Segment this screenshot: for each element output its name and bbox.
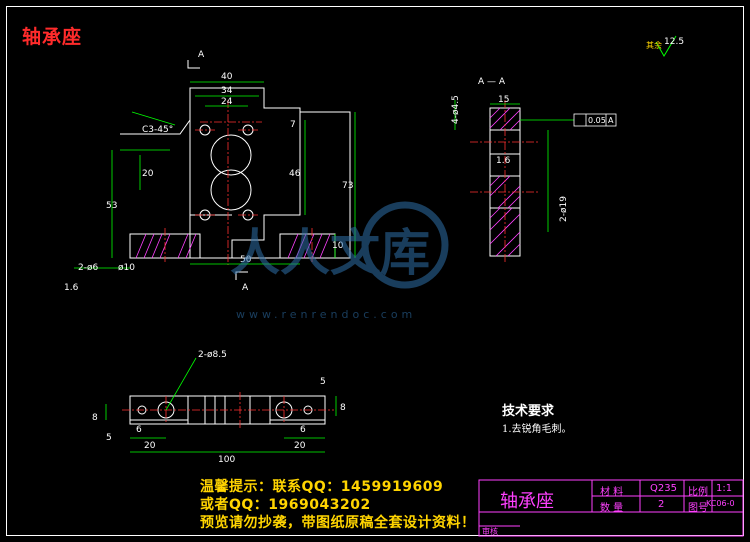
roughness-symbol: 其余 12.5 <box>646 35 684 57</box>
section-view-title: A — A <box>478 77 506 87</box>
side-centerlines <box>470 100 540 262</box>
dim-7: 7 <box>290 120 296 130</box>
dim-4-d4-5: 4-ø4.5 <box>451 95 461 124</box>
dim-15: 15 <box>498 95 509 105</box>
tb-quantity-label: 数 量 <box>600 503 624 514</box>
tb-reviewer-label: 审核 <box>482 527 498 536</box>
tb-material: Q235 <box>650 483 677 494</box>
side-dimensions <box>454 100 574 232</box>
section-mark-top: A <box>198 50 205 60</box>
tb-drawing-no-label: 图号 <box>688 503 708 514</box>
bottom-centerlines <box>122 392 334 428</box>
dim-2-d19: 2-ø19 <box>559 196 569 222</box>
tb-part-name: 轴承座 <box>500 491 554 512</box>
front-dim-text: 40 34 24 7 20 46 73 53 50 10 2-ø6 ø10 1.… <box>64 50 353 293</box>
dim-8-right: 8 <box>340 403 346 413</box>
section-mark-bottom: A <box>242 283 249 293</box>
notice-line-2: 或者QQ：1969043202 <box>200 497 371 513</box>
dim-2-d6: 2-ø6 <box>78 263 98 273</box>
dim-40: 40 <box>221 72 233 82</box>
drawing-title: 轴承座 <box>22 26 83 48</box>
dim-8-left: 8 <box>92 413 98 423</box>
dim-73: 73 <box>342 181 353 191</box>
tb-quantity: 2 <box>658 499 665 510</box>
side-hatching <box>489 107 521 257</box>
drawing-frame <box>6 6 744 536</box>
dim-10: 10 <box>332 241 344 251</box>
tolerance-frame <box>573 113 617 127</box>
dim-50: 50 <box>240 255 252 265</box>
dim-6-right: 6 <box>300 425 306 435</box>
notice-line-3: 预览请勿抄袭，带图纸原稿全套设计资料！ <box>200 515 476 531</box>
tb-scale-label: 比例 <box>688 487 708 498</box>
tb-drawing-no: KC06-0 <box>706 499 735 508</box>
front-centerlines <box>164 100 313 265</box>
roughness-front: 1.6 <box>64 283 79 293</box>
side-dim-text: A — A 15 4-ø4.5 1.6 2-ø19 0.05 A <box>451 77 614 222</box>
dim-5-right: 5 <box>320 377 326 387</box>
bottom-dimensions <box>105 357 337 453</box>
dim-5-left: 5 <box>106 433 112 443</box>
dim-46: 46 <box>289 169 301 179</box>
watermark-text: 人人文库 <box>230 224 430 282</box>
title-block <box>478 479 744 537</box>
dim-d10: ø10 <box>118 263 135 273</box>
dim-20: 20 <box>142 169 154 179</box>
roughness-side: 1.6 <box>496 156 511 166</box>
roughness-other-label: 其余 <box>646 40 662 50</box>
dim-6-left: 6 <box>136 425 142 435</box>
datum-letter: A <box>608 116 614 125</box>
dim-53: 53 <box>106 201 117 211</box>
tech-req-item-1: 1.去锐角毛刺。 <box>502 424 572 435</box>
tb-scale: 1:1 <box>716 483 733 494</box>
chamfer-label: C3-45° <box>142 125 173 135</box>
dim-2-d8-5: 2-ø8.5 <box>198 350 227 360</box>
watermark-url: www.renrendoc.com <box>236 308 416 321</box>
notice-line-1: 温馨提示：联系QQ：1459919609 <box>200 479 444 495</box>
front-dimensions <box>74 81 356 269</box>
tolerance-value: 0.05 <box>588 116 606 125</box>
dim-20-left: 20 <box>144 441 156 451</box>
bottom-dim-text: 2-ø8.5 5 8 8 5 6 6 20 20 100 <box>92 350 346 465</box>
watermark: 人人文库 www.renrendoc.com <box>230 201 449 321</box>
dim-34: 34 <box>221 86 233 96</box>
tech-req-heading: 技术要求 <box>502 404 555 419</box>
dim-20-right: 20 <box>294 441 306 451</box>
roughness-other-value: 12.5 <box>664 37 684 47</box>
dim-24: 24 <box>221 97 233 107</box>
dim-100: 100 <box>218 455 235 465</box>
tb-material-label: 材 料 <box>600 487 624 498</box>
section-arrows <box>187 60 248 280</box>
